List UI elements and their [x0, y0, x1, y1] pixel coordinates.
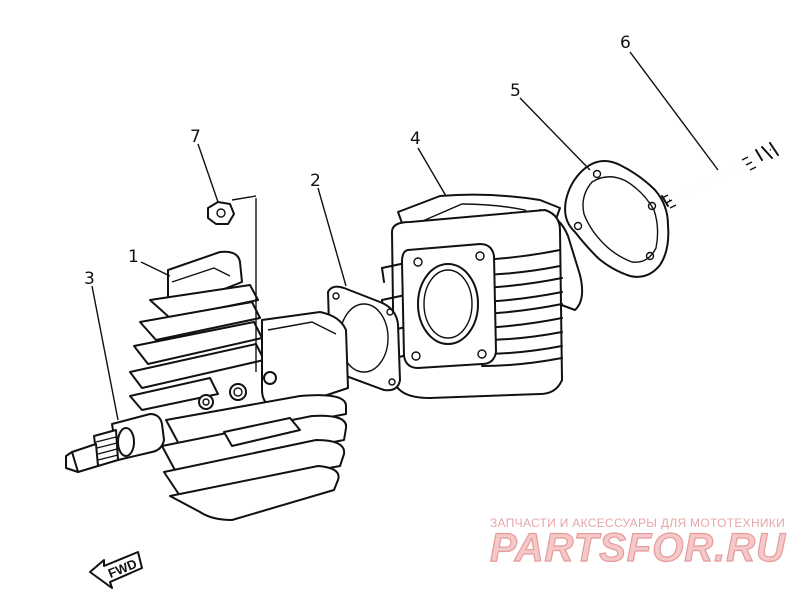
part-6-stud-bolt: [661, 142, 779, 209]
part-1-cylinder-head: [129, 250, 349, 521]
watermark-tagline: ЗАПЧАСТИ И АКСЕССУАРЫ ДЛЯ МОТОТЕХНИКИ: [490, 516, 785, 530]
callout-4: 4: [410, 129, 421, 149]
part-7-nut: [207, 201, 235, 225]
part-5-base-gasket: [564, 160, 670, 278]
leader-lines: [91, 51, 719, 421]
callout-labels: 1 2 3 4 5 6 7: [84, 33, 631, 289]
callout-7: 7: [190, 127, 201, 147]
watermark: ЗАПЧАСТИ И АКСЕССУАРЫ ДЛЯ МОТОТЕХНИКИ PA…: [489, 516, 786, 571]
part-4-cylinder: [381, 193, 584, 399]
callout-6: 6: [620, 33, 631, 53]
part-3-spark-plug: [65, 413, 165, 473]
callout-5: 5: [510, 81, 521, 101]
callout-1: 1: [128, 247, 139, 267]
callout-2: 2: [310, 171, 321, 191]
callout-3: 3: [84, 269, 95, 289]
forward-direction-arrow: FWD: [89, 551, 143, 589]
watermark-logo: PARTSFOR.RU: [490, 526, 786, 570]
